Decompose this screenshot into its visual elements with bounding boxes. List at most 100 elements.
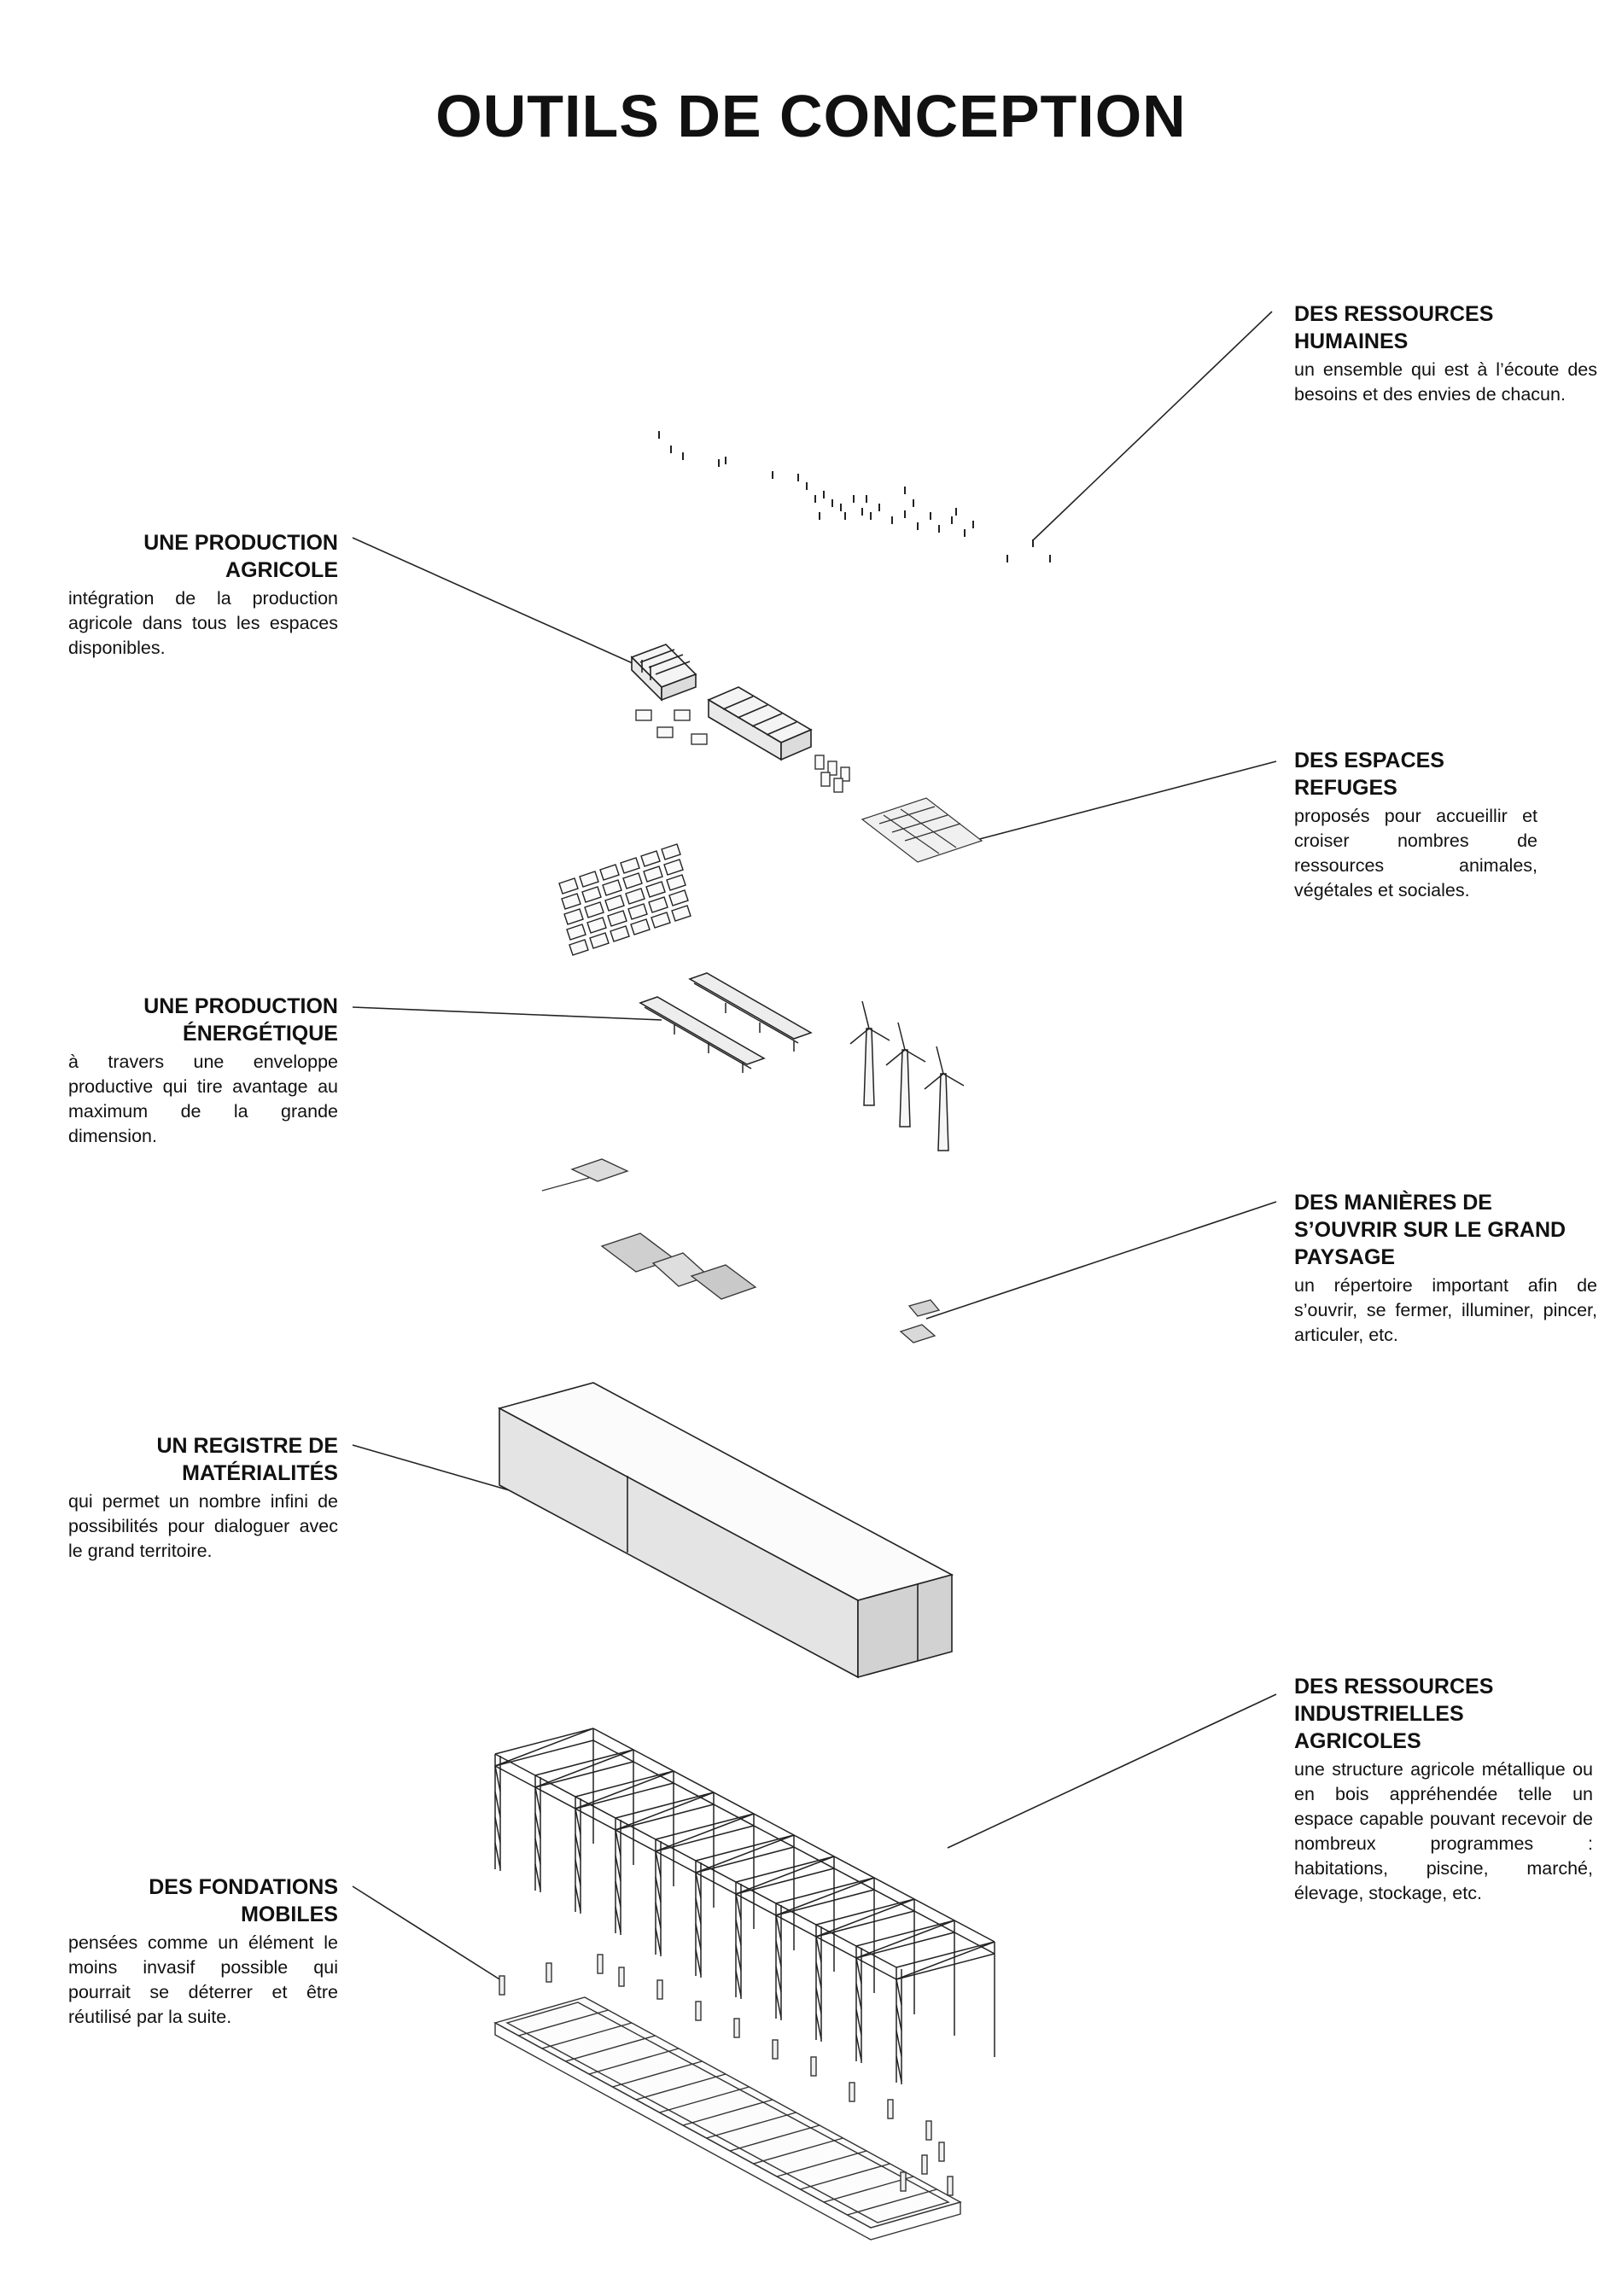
- solar-panel: [643, 865, 663, 883]
- solar-panel: [584, 901, 604, 918]
- solar-panel: [581, 886, 602, 903]
- foundation-pile: [810, 2056, 817, 2077]
- foundation-pile: [499, 1975, 505, 1996]
- people-figures: [658, 431, 1051, 562]
- annotation-registre-materialites: UN REGISTRE DE MATÉRIALITÉS qui permet u…: [68, 1432, 338, 1564]
- solar-panel: [579, 871, 599, 888]
- annotation-production-agricole: UNE PRODUCTION AGRICOLE intégration de l…: [68, 529, 338, 661]
- greenhouse-left: [630, 644, 697, 702]
- solar-panel: [645, 881, 666, 898]
- solar-panel: [651, 912, 671, 929]
- solar-panel: [622, 872, 643, 889]
- foundation-pile: [546, 1962, 552, 1983]
- solar-panel: [640, 850, 661, 867]
- annotation-text: à travers une enveloppe productive qui t…: [68, 1052, 338, 1146]
- solar-panel: [561, 893, 581, 910]
- frame-bent: [735, 1856, 835, 1999]
- solar-panel: [668, 889, 689, 906]
- solar-panel: [661, 843, 681, 860]
- refuge-patch: [861, 797, 983, 863]
- frame-bent: [896, 1941, 995, 2084]
- solar-panel: [604, 895, 625, 912]
- pv-roof-left: [639, 996, 766, 1073]
- foundation-pile: [900, 2171, 907, 2192]
- annotation-heading: DES MANIÈRES DE S’OUVRIR SUR LE GRAND PA…: [1294, 1191, 1567, 1269]
- annotation-heading: UNE PRODUCTION ÉNERGÉTIQUE: [143, 994, 338, 1046]
- foundation-pile: [887, 2099, 894, 2119]
- frame-bent: [575, 1770, 674, 1914]
- annotation-heading: DES RESSOURCES INDUSTRIELLES AGRICOLES: [1294, 1675, 1494, 1753]
- annotation-text: qui permet un nombre infini de possibili…: [68, 1491, 338, 1561]
- annotation-heading: UNE PRODUCTION AGRICOLE: [143, 531, 338, 582]
- solar-panel: [586, 917, 607, 934]
- annotation-text: un ensemble qui est à l’écoute des besoi…: [1294, 359, 1597, 405]
- frame-bent: [855, 1920, 955, 2063]
- solar-panel: [607, 910, 627, 927]
- solar-panel: [610, 925, 630, 942]
- solar-panel: [620, 857, 640, 874]
- landscape-openings: [541, 1158, 941, 1343]
- solar-panel: [648, 896, 668, 913]
- foundation-pile: [618, 1967, 625, 1987]
- solar-panel: [569, 939, 589, 956]
- wind-turbines: [849, 1000, 965, 1151]
- solar-panel: [630, 918, 651, 935]
- frame-bent: [494, 1728, 594, 1871]
- structural-frame: [494, 1728, 995, 2084]
- leader-line-ressources-humaines: [1032, 311, 1273, 541]
- foundation-pile: [733, 2018, 740, 2038]
- solar-panel: [666, 874, 686, 891]
- wind-turbine: [849, 1000, 890, 1106]
- foundation-pile: [947, 2176, 954, 2196]
- frame-bent: [534, 1749, 634, 1892]
- building-volume: [497, 1382, 954, 1679]
- solar-panel: [625, 888, 645, 905]
- annotation-text: une structure agricole métallique ou en …: [1294, 1759, 1593, 1903]
- annotation-heading: UN REGISTRE DE MATÉRIALITÉS: [156, 1434, 338, 1485]
- greenhouse-right: [707, 686, 813, 761]
- leader-line-manieres-ouvrir: [925, 1201, 1277, 1320]
- frame-bent: [775, 1877, 875, 2020]
- annotation-ressources-industrielles: DES RESSOURCES INDUSTRIELLES AGRICOLES u…: [1294, 1673, 1593, 1906]
- leader-line-ressources-industrielles: [947, 1693, 1277, 1849]
- annotation-text: un répertoire important afin de s’ouvrir…: [1294, 1275, 1597, 1345]
- solar-panel: [599, 864, 620, 881]
- solar-panel: [671, 905, 691, 922]
- foundation-pile: [849, 2082, 855, 2102]
- annotation-espaces-refuges: DES ESPACES REFUGES proposés pour accuei…: [1294, 747, 1537, 903]
- foundation-pile: [597, 1954, 604, 1974]
- annotation-manieres-ouvrir: DES MANIÈRES DE S’OUVRIR SUR LE GRAND PA…: [1294, 1189, 1597, 1348]
- solar-panels: [558, 843, 691, 956]
- solar-panel: [563, 908, 584, 925]
- leader-line-production-agricole: [352, 537, 658, 675]
- leader-line-espaces-refuges: [972, 760, 1277, 842]
- annotation-text: pensées comme un élément le moins invasi…: [68, 1932, 338, 2027]
- annotation-production-energetique: UNE PRODUCTION ÉNERGÉTIQUE à travers une…: [68, 993, 338, 1149]
- solar-panel: [566, 924, 586, 941]
- frame-bent: [655, 1813, 755, 1956]
- foundation-pile: [921, 2154, 928, 2175]
- foundation-slab: [493, 1954, 962, 2241]
- solar-panel: [589, 932, 610, 949]
- annotation-text: intégration de la production agricole da…: [68, 588, 338, 658]
- foundation-pile: [925, 2120, 932, 2141]
- frame-bent: [695, 1834, 795, 1978]
- annotation-text: proposés pour accueillir et croiser nomb…: [1294, 806, 1537, 900]
- solar-panel: [627, 903, 648, 920]
- frame-bent: [815, 1898, 915, 2042]
- leader-line-production-energetique: [352, 1006, 662, 1021]
- pv-roof-right: [688, 972, 813, 1052]
- annotation-heading: DES RESSOURCES HUMAINES: [1294, 302, 1494, 353]
- wind-turbine: [885, 1022, 926, 1128]
- foundation-pile: [695, 2001, 702, 2021]
- solar-panel: [558, 877, 579, 895]
- solar-panel: [663, 859, 684, 876]
- annotation-heading: DES FONDATIONS MOBILES: [149, 1875, 338, 1926]
- annotation-ressources-humaines: DES RESSOURCES HUMAINES un ensemble qui …: [1294, 300, 1597, 407]
- wind-turbine: [924, 1046, 965, 1151]
- page-title: OUTILS DE CONCEPTION: [435, 83, 1187, 149]
- annotation-fondations-mobiles: DES FONDATIONS MOBILES pensées comme un …: [68, 1874, 338, 2030]
- leader-line-fondations-mobiles: [352, 1885, 505, 1983]
- foundation-pile: [772, 2039, 779, 2060]
- foundation-pile: [938, 2142, 945, 2162]
